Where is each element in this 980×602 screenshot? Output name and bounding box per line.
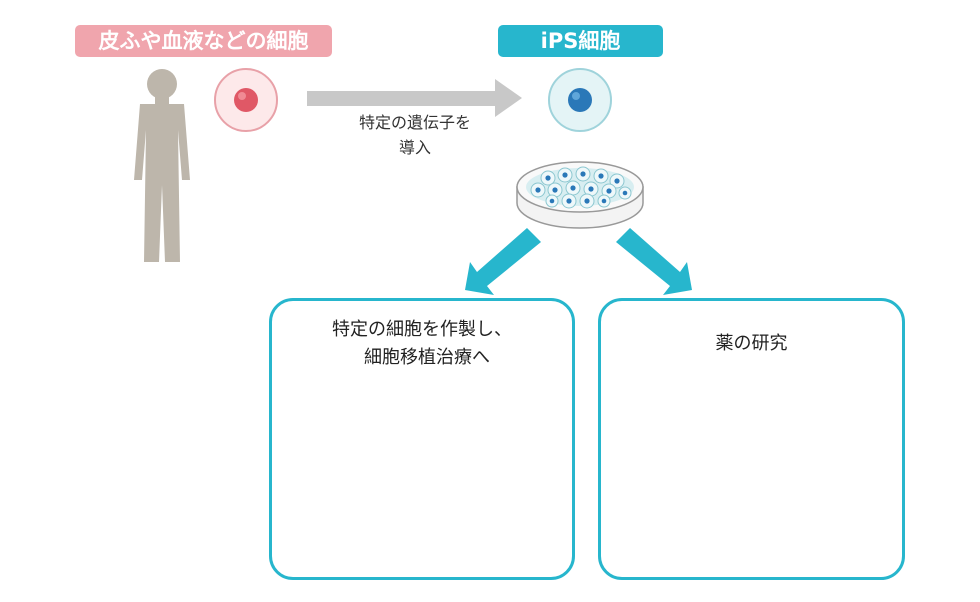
transfer-arrow-icon — [307, 79, 522, 117]
ips-cell-label: iPS細胞 — [498, 25, 663, 57]
therapy-title-line1: 特定の細胞を作製し、 — [332, 319, 512, 340]
petri-dish-icon — [516, 161, 644, 229]
therapy-title-line2: 細胞移植治療へ — [364, 347, 490, 368]
drug-research-title: 薬の研究 — [715, 333, 788, 354]
person-icon — [134, 69, 190, 262]
drug-research-box: 薬の研究 — [598, 298, 905, 580]
gene-transfer-line2: 導入 — [398, 138, 431, 157]
gene-transfer-label: 特定の遺伝子を 導入 — [330, 110, 500, 160]
arrow-to-drug-icon — [616, 228, 692, 295]
therapy-box: 特定の細胞を作製し、 細胞移植治療へ — [269, 298, 575, 580]
source-cell-label: 皮ふや血液などの細胞 — [75, 25, 332, 57]
arrow-to-therapy-icon — [465, 228, 541, 295]
skin-cell-icon — [214, 68, 278, 132]
gene-transfer-line1: 特定の遺伝子を — [358, 113, 471, 132]
ips-cell-icon — [548, 68, 612, 132]
